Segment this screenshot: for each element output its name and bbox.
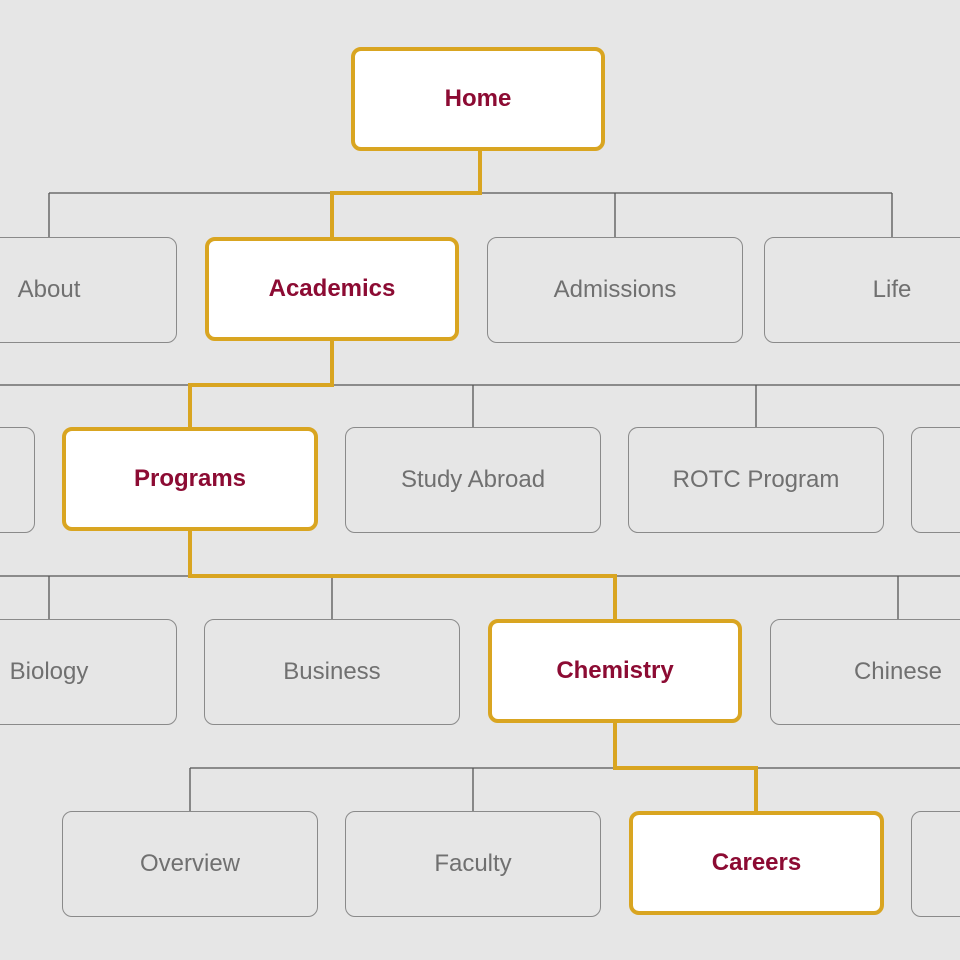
- node-home[interactable]: Home: [351, 47, 605, 151]
- node-home-label: Home: [444, 85, 512, 112]
- connector-level3: [0, 575, 960, 619]
- node-study-abroad-label: Study Abroad: [400, 466, 546, 493]
- node-chinese-label: Chinese: [853, 658, 943, 685]
- node-chinese[interactable]: Chinese: [770, 619, 960, 725]
- active-path-programs-chemistry: [188, 531, 617, 620]
- node-study-abroad[interactable]: Study Abroad: [345, 427, 601, 533]
- node-life-label: Life: [872, 276, 912, 303]
- node-partial-right-level4[interactable]: [911, 811, 960, 917]
- node-life[interactable]: Life: [764, 237, 960, 343]
- connector-level2: [0, 384, 960, 427]
- node-partial-left-level2[interactable]: [0, 427, 35, 533]
- active-path-chemistry-careers: [613, 723, 758, 812]
- node-overview-label: Overview: [139, 850, 241, 877]
- node-rotc-program[interactable]: ROTC Program: [628, 427, 884, 533]
- node-programs-label: Programs: [133, 465, 247, 492]
- node-business[interactable]: Business: [204, 619, 460, 725]
- node-careers[interactable]: Careers: [629, 811, 884, 915]
- node-programs[interactable]: Programs: [62, 427, 318, 531]
- node-business-label: Business: [283, 658, 381, 685]
- node-about-label: About: [17, 276, 81, 303]
- node-faculty-label: Faculty: [434, 850, 512, 877]
- node-chemistry-label: Chemistry: [556, 657, 674, 684]
- node-rotc-program-label: ROTC Program: [672, 466, 840, 493]
- node-admissions-label: Admissions: [553, 276, 677, 303]
- node-academics-label: Academics: [268, 275, 396, 302]
- node-careers-label: Careers: [711, 849, 802, 876]
- node-biology[interactable]: Biology: [0, 619, 177, 725]
- node-about[interactable]: About: [0, 237, 177, 343]
- node-faculty[interactable]: Faculty: [345, 811, 601, 917]
- active-path-academics-programs: [188, 340, 334, 428]
- node-overview[interactable]: Overview: [62, 811, 318, 917]
- node-admissions[interactable]: Admissions: [487, 237, 743, 343]
- node-chemistry[interactable]: Chemistry: [488, 619, 742, 723]
- node-biology-label: Biology: [9, 658, 89, 685]
- connector-level1: [48, 192, 893, 237]
- active-path-home-academics: [330, 150, 482, 237]
- node-partial-right-level2[interactable]: [911, 427, 960, 533]
- connector-level4: [189, 767, 960, 811]
- node-academics[interactable]: Academics: [205, 237, 459, 341]
